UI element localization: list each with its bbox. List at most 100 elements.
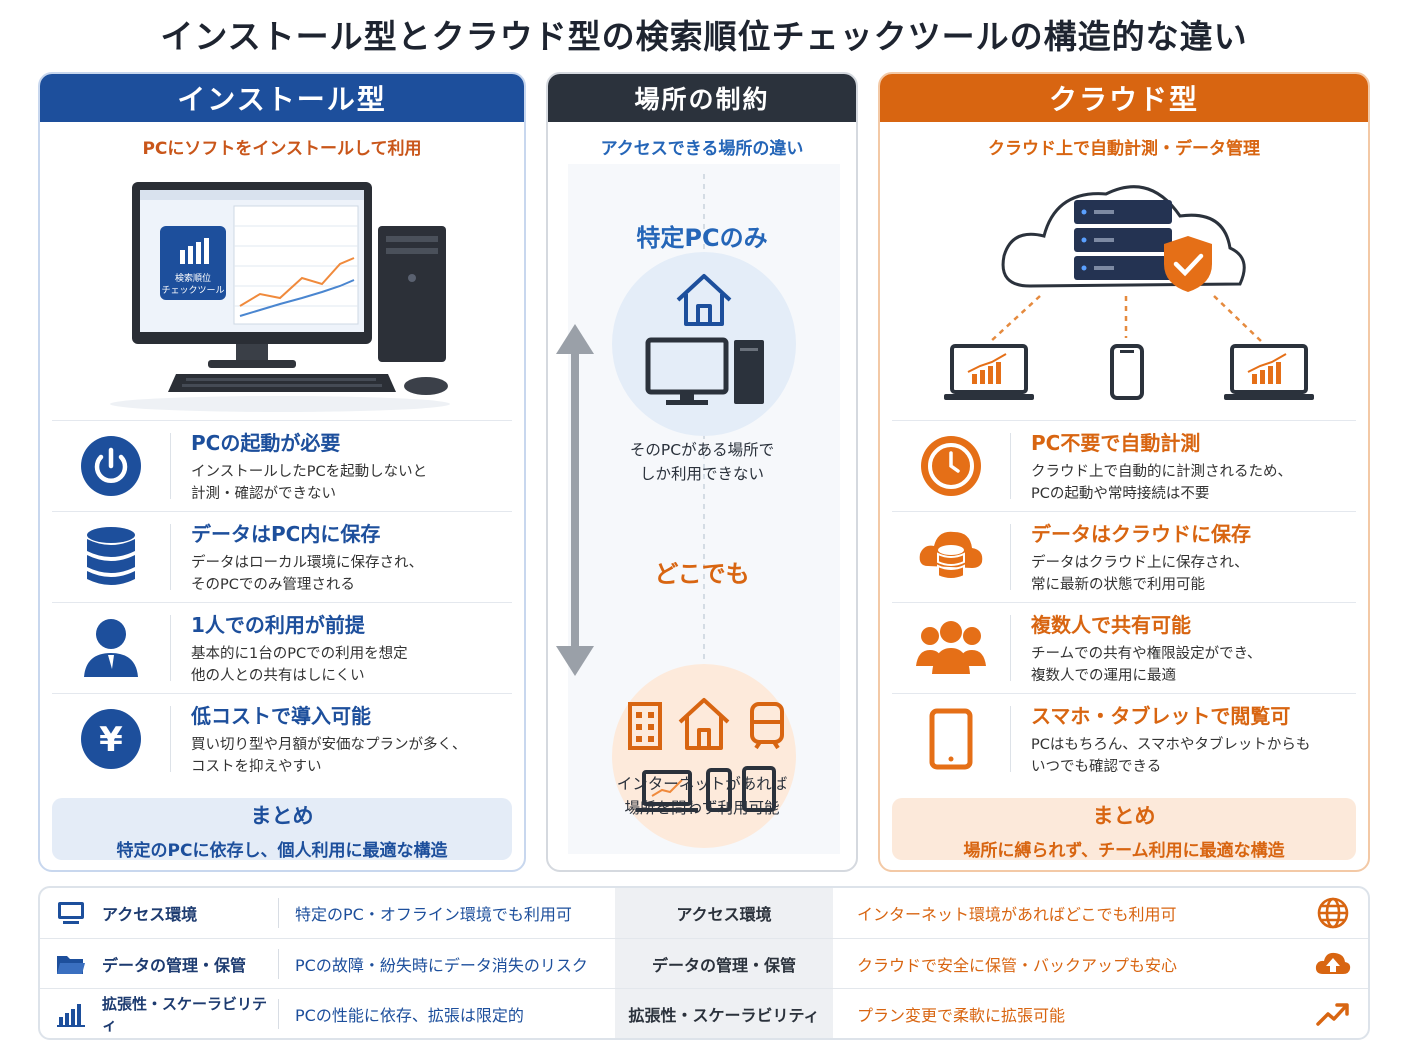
table-row-access: アクセス環境 特定のPC・オフライン環境でも利用可 アクセス環境 インターネット… bbox=[40, 888, 1368, 938]
monitor-icon bbox=[40, 901, 102, 925]
tablet-icon bbox=[892, 708, 1010, 770]
feature-title: スマホ・タブレットで閲覧可 bbox=[1031, 704, 1291, 728]
feature-row-auto-measure: PC不要で自動計測 クラウド上で自動的に計測されるため、 PCの起動や常時接続は… bbox=[892, 420, 1356, 511]
install-type-header: インストール型 bbox=[40, 74, 524, 122]
cloud-database-icon bbox=[892, 526, 1010, 588]
cloud-upload-icon bbox=[1298, 950, 1368, 978]
feature-desc-line-1: 買い切り型や月額が安価なプランが多く、 bbox=[191, 737, 467, 753]
cloud-summary: まとめ 場所に縛られず、チーム利用に最適な構造 bbox=[892, 798, 1356, 861]
cloud-value: プラン変更で柔軟に拡張可能 bbox=[857, 1005, 1066, 1025]
feature-desc-line-1: 基本的に1台のPCでの利用を想定 bbox=[191, 646, 408, 662]
tablet-icon bbox=[742, 766, 776, 812]
anywhere-desc: インターネットがあれば場所を問わず利用可能 bbox=[616, 775, 788, 817]
laptop-chart-icon-right bbox=[1224, 344, 1314, 400]
install-type-subtitle: PCにソフトをインストールして利用 bbox=[142, 139, 422, 159]
table-row-data: データの管理・保管 PCの故障・紛失時にデータ消失のリスク データの管理・保管 … bbox=[40, 938, 1368, 989]
feature-row-local-data: データはPC内に保存 データはローカル環境に保存され、 そのPCでのみ管理される bbox=[52, 511, 512, 602]
feature-desc-line-2: いつでも確認できる bbox=[1031, 759, 1162, 775]
install-type-panel: インストール型 PCにソフトをインストールして利用 検索順位 チェックツール bbox=[38, 72, 526, 872]
location-diagram bbox=[556, 164, 840, 854]
feature-title: 1人での利用が前提 bbox=[191, 613, 365, 637]
globe-icon bbox=[1298, 897, 1368, 929]
feature-desc-line-2: 常に最新の状態で利用可能 bbox=[1031, 577, 1205, 593]
feature-title: データはクラウドに保存 bbox=[1031, 522, 1251, 546]
yen-icon: ¥ bbox=[52, 708, 170, 770]
feature-desc-line-1: クラウド上で自動的に計測されるため、 bbox=[1031, 464, 1292, 480]
smartphone-icon bbox=[1110, 344, 1144, 400]
feature-row-low-cost: ¥ 低コストで導入可能 買い切り型や月額が安価なプランが多く、 コストを抑えやす… bbox=[52, 693, 512, 784]
feature-desc-line-2: 他の人との共有はしにくい bbox=[191, 668, 365, 684]
anywhere-label: どこでも bbox=[654, 560, 750, 588]
row-label: データの管理・保管 bbox=[102, 955, 247, 975]
feature-desc-line-2: コストを抑えやすい bbox=[191, 759, 322, 775]
feature-title: PCの起動が必要 bbox=[191, 431, 341, 455]
feature-title: データはPC内に保存 bbox=[191, 522, 381, 546]
database-icon bbox=[52, 526, 170, 588]
trend-up-icon bbox=[1298, 1001, 1368, 1027]
row-label: 拡張性・スケーラビリティ bbox=[102, 994, 268, 1034]
install-value: PCの故障・紛失時にデータ消失のリスク bbox=[295, 955, 588, 975]
feature-title: 低コストで導入可能 bbox=[191, 704, 371, 728]
feature-desc-line-2: PCの起動や常時接続は不要 bbox=[1031, 486, 1210, 502]
group-icon bbox=[892, 620, 1010, 676]
center-label: アクセス環境 bbox=[615, 888, 833, 938]
center-label: 拡張性・スケーラビリティ bbox=[615, 988, 833, 1038]
summary-title: まとめ bbox=[1092, 804, 1156, 828]
double-arrow-icon bbox=[556, 324, 594, 676]
feature-row-cloud-data: データはクラウドに保存 データはクラウド上に保存され、 常に最新の状態で利用可能 bbox=[892, 511, 1356, 602]
feature-title: PC不要で自動計測 bbox=[1031, 431, 1201, 455]
feature-desc-line-2: そのPCでのみ管理される bbox=[191, 577, 355, 593]
laptop-icon bbox=[636, 770, 698, 812]
location-constraint-header: 場所の制約 bbox=[548, 74, 856, 122]
house-icon bbox=[676, 274, 732, 326]
install-value: PCの性能に依存、拡張は限定的 bbox=[295, 1005, 524, 1025]
install-value: 特定のPC・オフライン環境でも利用可 bbox=[295, 905, 572, 924]
feature-desc-line-2: 計測・確認ができない bbox=[191, 486, 336, 502]
feature-row-mobile: スマホ・タブレットで閲覧可 PCはもちろん、スマホやタブレットからも いつでも確… bbox=[892, 693, 1356, 784]
feature-desc-line-1: チームでの共有や権限設定ができ、 bbox=[1031, 646, 1262, 662]
power-icon bbox=[52, 435, 170, 497]
comparison-table: アクセス環境 特定のPC・オフライン環境でも利用可 アクセス環境 インターネット… bbox=[38, 886, 1370, 1040]
clock-icon bbox=[892, 435, 1010, 497]
feature-desc-line-2: 複数人での運用に最適 bbox=[1031, 668, 1176, 684]
app-tile-line-2: チェックツール bbox=[161, 285, 224, 296]
feature-row-single-user: 1人での利用が前提 基本的に1台のPCでの利用を想定 他の人との共有はしにくい bbox=[52, 602, 512, 693]
location-constraint-panel: 場所の制約 アクセスできる場所の違い bbox=[546, 72, 858, 872]
bar-chart-icon bbox=[40, 1001, 102, 1027]
cloud-illustration bbox=[880, 166, 1368, 418]
summary-text: 特定のPCに依存し、個人利用に最適な構造 bbox=[116, 841, 448, 861]
folder-icon bbox=[40, 952, 102, 976]
cloud-value: クラウドで安全に保管・バックアップも安心 bbox=[857, 955, 1178, 975]
app-tile-line-1: 検索順位 bbox=[175, 272, 211, 284]
train-icon bbox=[750, 702, 784, 750]
feature-desc-line-1: データはクラウド上に保存され、 bbox=[1031, 555, 1249, 571]
table-row-scalability: 拡張性・スケーラビリティ PCの性能に依存、拡張は限定的 拡張性・スケーラビリテ… bbox=[40, 988, 1368, 1038]
building-icon bbox=[628, 702, 662, 750]
cloud-value: インターネット環境があればどこでも利用可 bbox=[857, 905, 1177, 924]
person-icon bbox=[52, 617, 170, 679]
feature-row-sharing: 複数人で共有可能 チームでの共有や権限設定ができ、 複数人での運用に最適 bbox=[892, 602, 1356, 693]
feature-title: 複数人で共有可能 bbox=[1031, 613, 1191, 637]
laptop-chart-icon-left bbox=[944, 344, 1034, 400]
summary-text: 場所に縛られず、チーム利用に最適な構造 bbox=[963, 841, 1285, 861]
feature-row-pc-startup: PCの起動が必要 インストールしたPCを起動しないと 計測・確認ができない bbox=[52, 420, 512, 511]
shield-check-icon bbox=[1164, 236, 1212, 292]
feature-desc-line-1: データはローカル環境に保存され、 bbox=[191, 555, 424, 571]
specific-pc-label: 特定PCのみ bbox=[636, 224, 768, 252]
location-constraint-subtitle: アクセスできる場所の違い bbox=[600, 139, 804, 159]
cloud-type-panel: クラウド型 クラウド上で自動計測・データ管理 bbox=[878, 72, 1370, 872]
server-icon bbox=[1074, 200, 1172, 280]
feature-desc-line-1: PCはもちろん、スマホやタブレットからも bbox=[1031, 737, 1311, 753]
cloud-type-header: クラウド型 bbox=[880, 74, 1368, 122]
specific-pc-desc: そのPCがある場所でしか利用できない bbox=[629, 441, 775, 483]
center-label: データの管理・保管 bbox=[615, 938, 833, 989]
desktop-pc-illustration: 検索順位 チェックツール bbox=[40, 166, 524, 418]
row-label: アクセス環境 bbox=[102, 905, 198, 924]
summary-title: まとめ bbox=[250, 804, 314, 828]
install-summary: まとめ 特定のPCに依存し、個人利用に最適な構造 bbox=[52, 798, 512, 861]
svg-text:¥: ¥ bbox=[99, 720, 123, 760]
smartphone-icon bbox=[706, 768, 732, 812]
page-title: インストール型とクラウド型の検索順位チェックツールの構造的な違い bbox=[160, 17, 1248, 56]
desktop-pc-icon bbox=[645, 337, 764, 405]
cloud-type-subtitle: クラウド上で自動計測・データ管理 bbox=[988, 139, 1260, 159]
